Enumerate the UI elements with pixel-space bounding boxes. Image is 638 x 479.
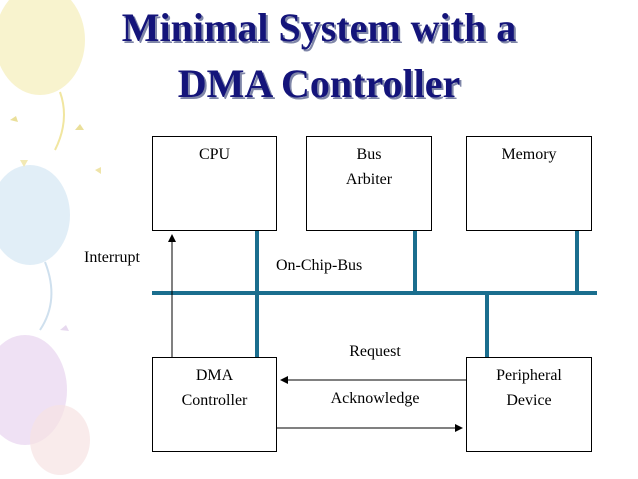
peripheral-device-box bbox=[466, 357, 592, 452]
dma-controller-box bbox=[152, 357, 277, 452]
bus-arbiter-label-line-2: Arbiter bbox=[345, 171, 393, 188]
bus-arbiter-box bbox=[306, 136, 432, 231]
peripheral-bus-connector bbox=[485, 293, 489, 357]
memory-bus-connector bbox=[575, 231, 579, 293]
peripheral-label-line-2: Device bbox=[506, 392, 552, 409]
dma-label-line-2: Controller bbox=[181, 392, 248, 409]
memory-label: Memory bbox=[501, 146, 557, 163]
cpu-bus-connector bbox=[255, 231, 259, 293]
cpu-box bbox=[152, 136, 277, 231]
dma-bus-connector bbox=[255, 293, 259, 357]
bus-arbiter-label-line-1: Bus bbox=[356, 146, 382, 163]
slide-title-line-2: DMA Controller bbox=[177, 61, 461, 106]
dma-label-line-1: DMA bbox=[195, 367, 234, 384]
request-label: Request bbox=[349, 343, 401, 360]
on-chip-bus-label: On-Chip-Bus bbox=[276, 257, 363, 274]
cpu-label: CPU bbox=[198, 146, 231, 163]
peripheral-label-line-1: Peripheral bbox=[496, 367, 562, 384]
on-chip-bus bbox=[152, 291, 597, 295]
interrupt-label: Interrupt bbox=[84, 249, 140, 266]
arbiter-bus-connector bbox=[413, 231, 417, 293]
memory-box bbox=[466, 136, 592, 231]
slide-title-line-1: Minimal System with a bbox=[121, 5, 517, 50]
acknowledge-label: Acknowledge bbox=[330, 390, 420, 407]
